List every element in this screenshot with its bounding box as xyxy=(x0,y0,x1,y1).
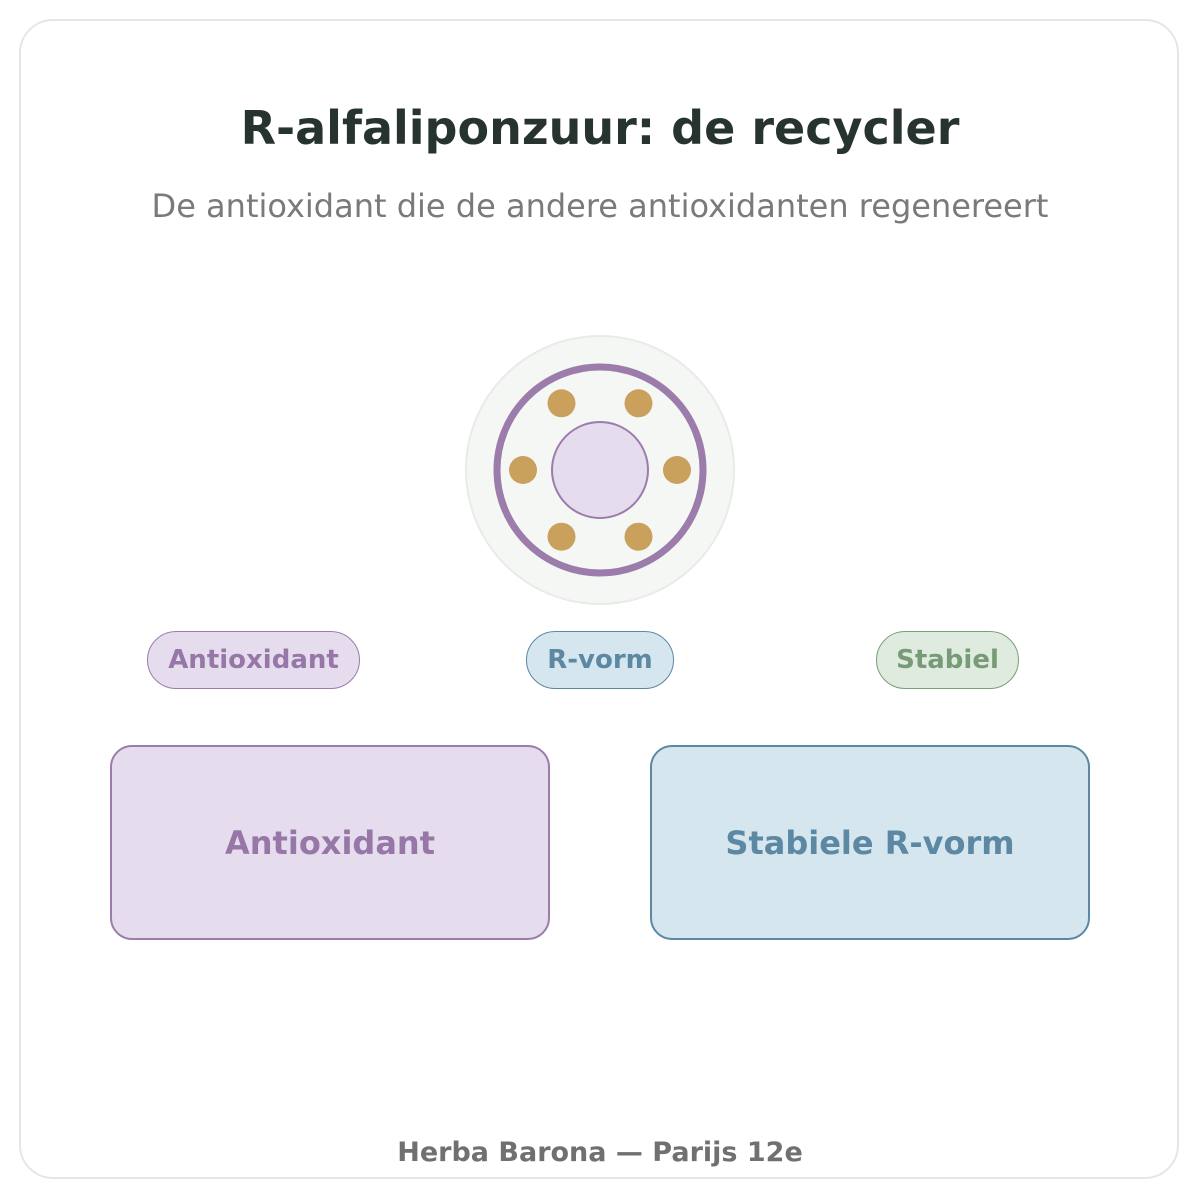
page-subtitle: De antioxidant die de andere antioxidant… xyxy=(151,187,1049,225)
emblem-dot xyxy=(509,456,537,484)
emblem-dot xyxy=(624,389,653,418)
emblem-core xyxy=(551,421,649,519)
emblem-dot xyxy=(663,456,691,484)
emblem-dots xyxy=(509,389,691,551)
molecule-ring-icon xyxy=(465,335,735,605)
box-antioxidant-label: Antioxidant xyxy=(225,823,435,862)
tag-antioxidant: Antioxidant xyxy=(147,631,360,689)
box-stabiele-r-vorm-label: Stabiele R-vorm xyxy=(725,823,1015,862)
page-title: R-alfaliponzuur: de recycler xyxy=(240,101,960,155)
emblem-dot xyxy=(547,522,576,551)
emblem-dot xyxy=(547,389,576,418)
box-stabiele-r-vorm: Stabiele R-vorm xyxy=(650,745,1090,940)
box-antioxidant: Antioxidant xyxy=(110,745,550,940)
footer-credit: Herba Barona — Parijs 12e xyxy=(397,1137,803,1168)
tag-r-vorm: R-vorm xyxy=(526,631,674,689)
emblem-dot xyxy=(624,522,653,551)
tag-stabiel: Stabiel xyxy=(876,631,1019,689)
